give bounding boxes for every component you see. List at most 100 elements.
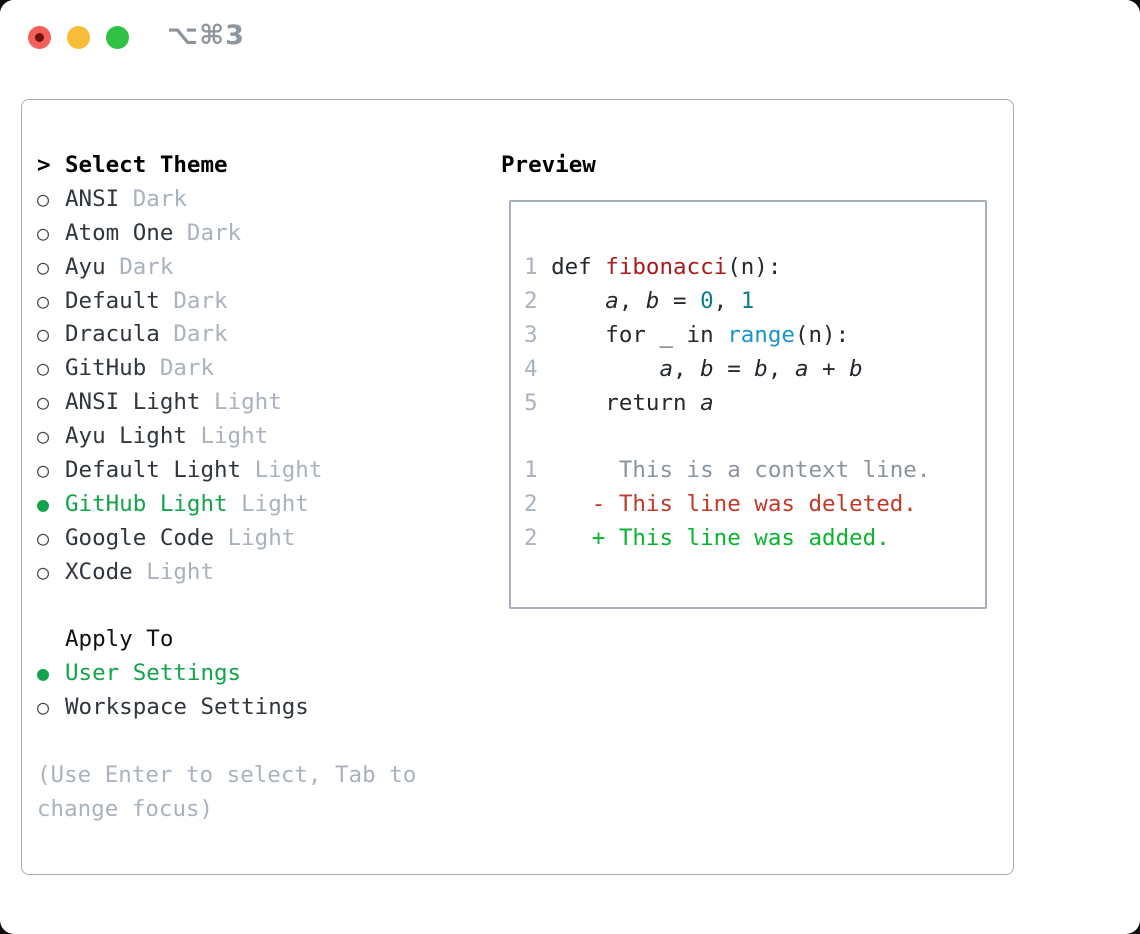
radio-selected-icon: ● [37, 661, 50, 686]
theme-option-label: Atom One [65, 219, 174, 246]
variant-gap [160, 285, 174, 319]
theme-option-label: XCode [65, 558, 133, 585]
code-segment: b [754, 355, 768, 382]
variant-label: Dark [173, 287, 228, 314]
window-title: ⌥⌘3 [167, 20, 245, 51]
code-segment [538, 457, 619, 483]
code-segment: This is a context line. [618, 457, 931, 484]
zoom-button[interactable] [106, 26, 129, 49]
radio-icon: ○ [37, 559, 50, 584]
theme-section: > Select Theme ○ANSI Dark○Atom One Dark○… [37, 149, 416, 827]
variant-gap [187, 420, 201, 454]
theme-option-label: Google Code [65, 524, 215, 551]
line-number: 4 [524, 355, 538, 382]
line-number: 2 [524, 491, 538, 518]
variant-label: Light [146, 558, 215, 585]
code-segment: , [767, 355, 795, 382]
line-number: 1 [524, 457, 538, 484]
code-segment [538, 356, 660, 382]
theme-option-github[interactable]: ○ GitHub Dark [37, 352, 416, 386]
code-segment: b [849, 355, 863, 382]
radio-icon: ○ [37, 186, 50, 211]
radio-icon: ○ [37, 356, 50, 381]
radio-icon: ○ [37, 322, 50, 347]
variant-gap [146, 352, 160, 386]
theme-list: ○ANSI Dark○Atom One Dark○Ayu Dark○Defaul… [37, 183, 416, 590]
code-segment: = [713, 355, 755, 382]
code-segment: + [808, 355, 850, 382]
theme-option-xcode[interactable]: ○ XCode Light [37, 556, 416, 590]
preview-line: 2 a, b = 0, 1 [524, 285, 985, 319]
theme-option-label: Ayu [65, 253, 106, 280]
variant-label: Dark [173, 321, 228, 348]
theme-option-atom-one[interactable]: ○ Atom One Dark [37, 217, 416, 251]
theme-option-label: GitHub Light [65, 490, 228, 517]
spacer-row [37, 590, 416, 624]
preview-line: 3 for _ in range(n): [524, 319, 985, 353]
theme-option-default[interactable]: ○Default Dark [37, 285, 416, 319]
variant-label: Dark [186, 219, 242, 246]
apply-option-workspace-settings[interactable]: ○Workspace Settings [37, 691, 416, 725]
minimize-button[interactable] [67, 26, 90, 49]
radio-icon: ○ [37, 695, 50, 720]
code-segment: (n): [727, 254, 782, 280]
close-button[interactable] [28, 26, 51, 49]
preview-line [524, 420, 985, 454]
variant-gap [160, 318, 174, 352]
apply-option-label: User Settings [65, 660, 242, 687]
apply-option-user-settings[interactable]: ● User Settings [37, 657, 416, 691]
radio-icon: ○ [37, 525, 50, 550]
code-segment: , [618, 287, 646, 314]
apply-options-list: ● User Settings ○Workspace Settings [37, 657, 416, 725]
line-number: 2 [524, 525, 538, 552]
titlebar: ⌥⌘3 [0, 0, 1140, 76]
preview-line: 1 def fibonacci(n): [524, 251, 985, 285]
theme-option-label: Dracula [65, 321, 160, 348]
code-segment: for _ in [537, 321, 728, 348]
theme-option-default-light[interactable]: ○Default Light Light [37, 454, 416, 488]
theme-option-dracula[interactable]: ○ Dracula Dark [37, 318, 416, 352]
code-segment: + This line was added. [591, 525, 890, 552]
preview-line: 4 a, b = b, a + b [524, 353, 985, 387]
theme-settings-panel: > Select Theme ○ANSI Dark○Atom One Dark○… [21, 99, 1014, 875]
theme-option-github-light[interactable]: ●GitHub Light Light [37, 488, 416, 522]
code-segment: fibonacci [605, 254, 728, 280]
apply-to-label: Apply To [65, 626, 174, 653]
code-segment: b [700, 355, 714, 382]
theme-option-label: GitHub [65, 355, 147, 382]
variant-label: Light [214, 389, 282, 416]
variant-label: Dark [159, 355, 215, 382]
theme-option-google-code[interactable]: ○Google Code Light [37, 522, 416, 556]
code-segment: = [659, 287, 701, 314]
line-number: 2 [524, 287, 538, 314]
variant-gap [106, 251, 120, 285]
radio-icon: ○ [37, 424, 50, 449]
code-segment [538, 525, 592, 551]
theme-option-ansi[interactable]: ○ANSI Dark [37, 183, 416, 217]
code-segment: , [713, 287, 741, 314]
apply-to-header-row: Apply To [37, 623, 416, 657]
theme-option-ansi-light[interactable]: ○ANSI Light Light [37, 386, 416, 420]
theme-option-label: ANSI Light [65, 389, 201, 416]
spacer-row [37, 725, 416, 759]
code-segment [538, 491, 592, 517]
variant-label: Dark [119, 253, 174, 280]
variant-gap [241, 454, 255, 488]
code-segment [538, 288, 606, 314]
theme-header-label: Select Theme [65, 152, 228, 178]
theme-option-label: Ayu Light [65, 423, 187, 450]
radio-icon: ○ [37, 220, 50, 245]
code-segment: range [727, 321, 795, 348]
help-text-line: (Use Enter to select, Tab to [37, 762, 417, 789]
theme-option-ayu[interactable]: ○Ayu Dark [37, 251, 416, 285]
code-segment: def [537, 254, 606, 280]
variant-label: Light [241, 490, 309, 517]
variant-gap [228, 488, 242, 522]
variant-gap [173, 217, 187, 251]
theme-option-ayu-light[interactable]: ○Ayu Light Light [37, 420, 416, 454]
code-segment: (n): [794, 321, 850, 348]
radio-icon: ○ [37, 288, 50, 313]
